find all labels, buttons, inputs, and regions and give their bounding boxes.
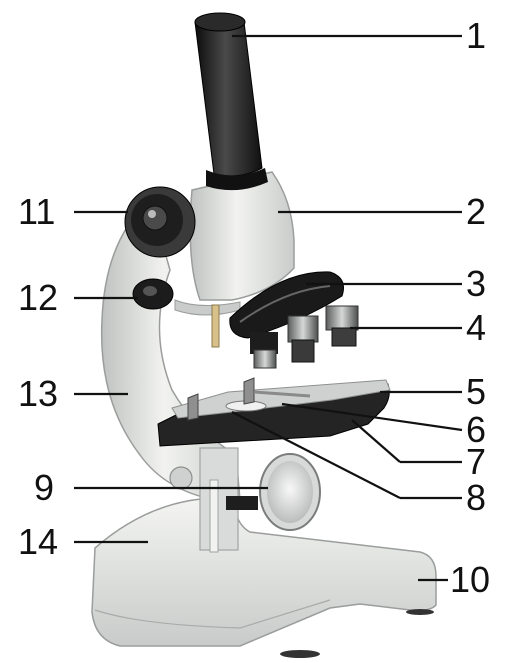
label-pillar: 14 (18, 524, 58, 560)
label-diaphragm: 8 (466, 480, 486, 516)
label-coarse-focus: 11 (18, 194, 55, 230)
eyepiece (195, 13, 268, 190)
label-stage: 5 (466, 374, 486, 410)
label-nosepiece: 3 (466, 266, 486, 302)
label-mirror: 9 (34, 470, 54, 506)
fine-focus-knob (133, 279, 173, 309)
label-objective-lens: 4 (466, 310, 486, 346)
focus-rod (212, 305, 219, 347)
label-arm: 13 (18, 376, 58, 412)
label-body-tube: 2 (466, 194, 486, 230)
label-fine-focus: 12 (18, 280, 58, 316)
mirror (226, 454, 320, 530)
label-aperture: 7 (466, 444, 486, 480)
label-base: 10 (450, 562, 490, 598)
coarse-focus-knob (125, 187, 195, 257)
base (92, 498, 436, 658)
label-eyepiece: 1 (466, 18, 486, 54)
